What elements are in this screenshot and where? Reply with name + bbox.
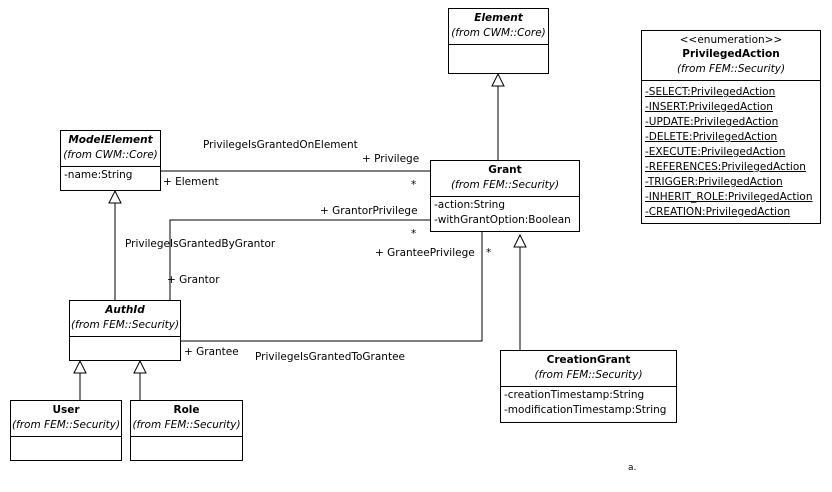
class-name: Role bbox=[173, 404, 200, 416]
class-creation-grant[interactable]: CreationGrant (from FEM::Security) -crea… bbox=[500, 350, 677, 423]
class-package: (from FEM::Security) bbox=[11, 419, 121, 431]
enumeration-privileged-action[interactable]: <<enumeration>> PrivilegedAction (from F… bbox=[641, 30, 821, 224]
enum-literal: -TRIGGER:PrivilegedAction bbox=[645, 176, 783, 188]
class-attributes: -action:String -withGrantOption:Boolean bbox=[431, 197, 579, 229]
attribute: -action:String bbox=[434, 199, 505, 211]
class-package: (from CWM::Core) bbox=[451, 27, 546, 39]
enum-literal: -SELECT:PrivilegedAction bbox=[645, 86, 776, 98]
role-end-grantor: + Grantor bbox=[167, 274, 220, 286]
multiplicity-by-grantor: * bbox=[411, 228, 417, 240]
multiplicity-on-element: * bbox=[411, 179, 417, 191]
class-name: User bbox=[52, 404, 80, 416]
class-header: CreationGrant (from FEM::Security) bbox=[501, 351, 676, 387]
role-end-grantee-privilege: + GranteePrivilege bbox=[375, 247, 475, 259]
enum-literal: -INSERT:PrivilegedAction bbox=[645, 101, 773, 113]
generalization-arrowhead bbox=[133, 359, 147, 374]
class-header: AuthId (from FEM::Security) bbox=[70, 301, 180, 337]
enum-literal: -EXECUTE:PrivilegedAction bbox=[645, 146, 786, 158]
association-name-on-element: PrivilegeIsGrantedOnElement bbox=[203, 139, 358, 151]
enum-literal: -UPDATE:PrivilegedAction bbox=[645, 116, 779, 128]
class-grant[interactable]: Grant (from FEM::Security) -action:Strin… bbox=[430, 160, 580, 232]
enum-literal: -INHERIT_ROLE:PrivilegedAction bbox=[645, 191, 813, 203]
class-element[interactable]: Element (from CWM::Core) bbox=[448, 8, 549, 74]
class-name: Element bbox=[474, 12, 523, 24]
attribute: -creationTimestamp:String bbox=[504, 389, 645, 401]
class-name: ModelElement bbox=[68, 134, 153, 146]
class-header: ModelElement (from CWM::Core) bbox=[61, 131, 160, 167]
role-end-grantee: + Grantee bbox=[184, 346, 239, 358]
class-header: Element (from CWM::Core) bbox=[449, 9, 548, 45]
class-header: User (from FEM::Security) bbox=[11, 401, 121, 437]
class-package: (from FEM::Security) bbox=[676, 63, 786, 75]
generalization-arrowhead bbox=[73, 359, 87, 374]
attribute: -modificationTimestamp:String bbox=[504, 404, 667, 416]
stray-mark: a. bbox=[628, 463, 637, 473]
class-stereotype: <<enumeration>> bbox=[679, 34, 783, 46]
class-header: <<enumeration>> PrivilegedAction (from F… bbox=[642, 31, 820, 81]
attribute: -name:String bbox=[64, 169, 133, 181]
association-name-to-grantee: PrivilegeIsGrantedToGrantee bbox=[255, 351, 405, 363]
class-name: CreationGrant bbox=[546, 354, 631, 366]
enum-literal: -CREATION:PrivilegedAction bbox=[645, 206, 791, 218]
class-model-element[interactable]: ModelElement (from CWM::Core) -name:Stri… bbox=[60, 130, 161, 191]
class-name: PrivilegedAction bbox=[682, 48, 780, 60]
generalization-arrowhead bbox=[513, 233, 527, 248]
class-authid[interactable]: AuthId (from FEM::Security) bbox=[69, 300, 181, 361]
class-role[interactable]: Role (from FEM::Security) bbox=[130, 400, 243, 461]
multiplicity-to-grantee: * bbox=[486, 247, 492, 259]
class-attributes: -name:String bbox=[61, 167, 160, 184]
enum-literal: -DELETE:PrivilegedAction bbox=[645, 131, 778, 143]
class-attributes: -creationTimestamp:String -modificationT… bbox=[501, 387, 676, 419]
association-name-by-grantor: PrivilegeIsGrantedByGrantor bbox=[125, 238, 276, 250]
class-header: Grant (from FEM::Security) bbox=[431, 161, 579, 197]
role-end-privilege: + Privilege bbox=[362, 153, 420, 165]
attribute: -withGrantOption:Boolean bbox=[434, 214, 571, 226]
class-name: Grant bbox=[488, 164, 522, 176]
enumeration-literals: -SELECT:PrivilegedAction -INSERT:Privile… bbox=[642, 81, 820, 221]
class-package: (from CWM::Core) bbox=[63, 149, 158, 161]
generalization-arrowhead bbox=[491, 72, 505, 87]
association-to-grantee bbox=[181, 231, 483, 342]
enum-literal: -REFERENCES:PrivilegedAction bbox=[645, 161, 806, 173]
generalization-arrowhead bbox=[108, 189, 122, 204]
class-package: (from FEM::Security) bbox=[70, 319, 180, 331]
class-package: (from FEM::Security) bbox=[132, 419, 241, 431]
class-header: Role (from FEM::Security) bbox=[131, 401, 242, 437]
class-package: (from FEM::Security) bbox=[534, 369, 643, 381]
class-package: (from FEM::Security) bbox=[450, 179, 560, 191]
role-end-grantor-privilege: + GrantorPrivilege bbox=[320, 205, 418, 217]
class-user[interactable]: User (from FEM::Security) bbox=[10, 400, 122, 461]
class-name: AuthId bbox=[105, 304, 145, 316]
association-by-grantor bbox=[169, 219, 430, 300]
role-end-element: + Element bbox=[163, 176, 219, 188]
